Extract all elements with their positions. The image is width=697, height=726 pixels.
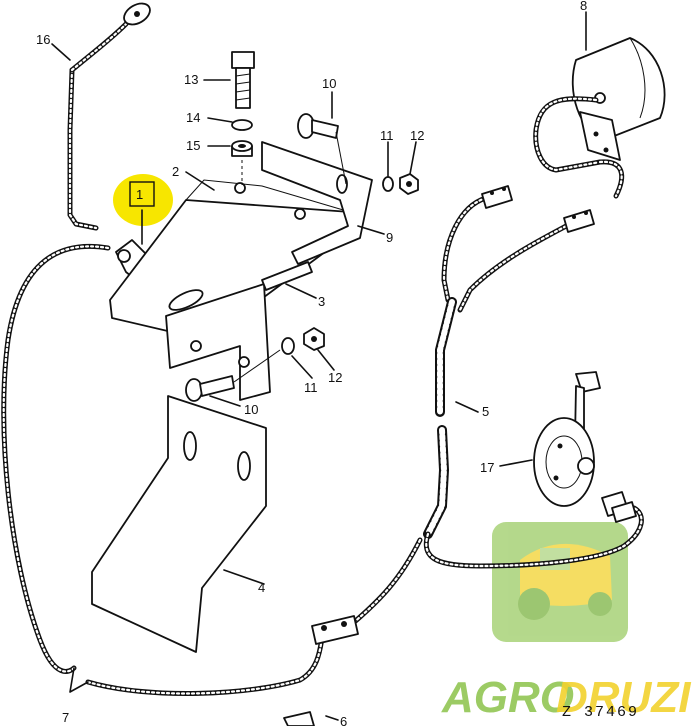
callout-1-box <box>129 181 155 207</box>
connector-6 <box>283 615 359 726</box>
callout-11-lower: 11 <box>304 380 318 395</box>
watermark-text-druzi: DRUZI <box>556 673 691 722</box>
bracket-9 <box>261 141 373 265</box>
callout-9: 9 <box>386 230 393 245</box>
callout-1: 1 <box>136 187 143 202</box>
callout-17: 17 <box>480 460 494 475</box>
callout-11-upper: 11 <box>380 128 394 143</box>
horn-17 <box>533 371 601 507</box>
watermark-logo <box>492 522 628 642</box>
bracket-3 <box>165 261 313 401</box>
nut-12-lower <box>303 327 325 351</box>
callout-6: 6 <box>340 714 347 726</box>
callout-15: 15 <box>186 138 200 153</box>
callout-7: 7 <box>62 710 69 725</box>
bolt-13 <box>231 51 255 109</box>
callout-5: 5 <box>482 404 489 419</box>
cable-16 <box>67 2 151 231</box>
callout-highlight <box>113 174 173 226</box>
callout-2: 2 <box>172 164 179 179</box>
callout-12-lower: 12 <box>328 370 342 385</box>
leader-lines <box>51 11 587 721</box>
nut-15 <box>231 140 253 157</box>
callout-13: 13 <box>184 72 198 87</box>
bracket-4 <box>91 395 267 653</box>
horn-8 <box>571 37 666 161</box>
washer-14 <box>231 119 253 131</box>
washer-11-upper <box>382 176 394 192</box>
callout-3: 3 <box>318 294 325 309</box>
callout-10-upper: 10 <box>322 76 336 91</box>
cable-7 <box>1 243 325 696</box>
nut-12-upper <box>399 173 419 195</box>
connector-horn-17 <box>601 491 637 523</box>
connector-upper-left <box>481 185 513 209</box>
figure-reference: Z 37469 <box>562 704 639 721</box>
connector-upper-right <box>563 209 595 233</box>
callout-16: 16 <box>36 32 50 47</box>
callout-14: 14 <box>186 110 200 125</box>
bolt-10-upper <box>297 113 339 139</box>
callout-10-lower: 10 <box>244 402 258 417</box>
callout-12-upper: 12 <box>410 128 424 143</box>
callout-4: 4 <box>258 580 265 595</box>
watermark-text: AGRO DRUZI <box>441 673 691 722</box>
bolt-10-lower <box>185 375 235 402</box>
harness-5 <box>349 96 644 627</box>
washer-11-lower <box>281 337 295 355</box>
watermark-text-agro: AGRO <box>441 673 574 722</box>
callout-8: 8 <box>580 0 587 13</box>
